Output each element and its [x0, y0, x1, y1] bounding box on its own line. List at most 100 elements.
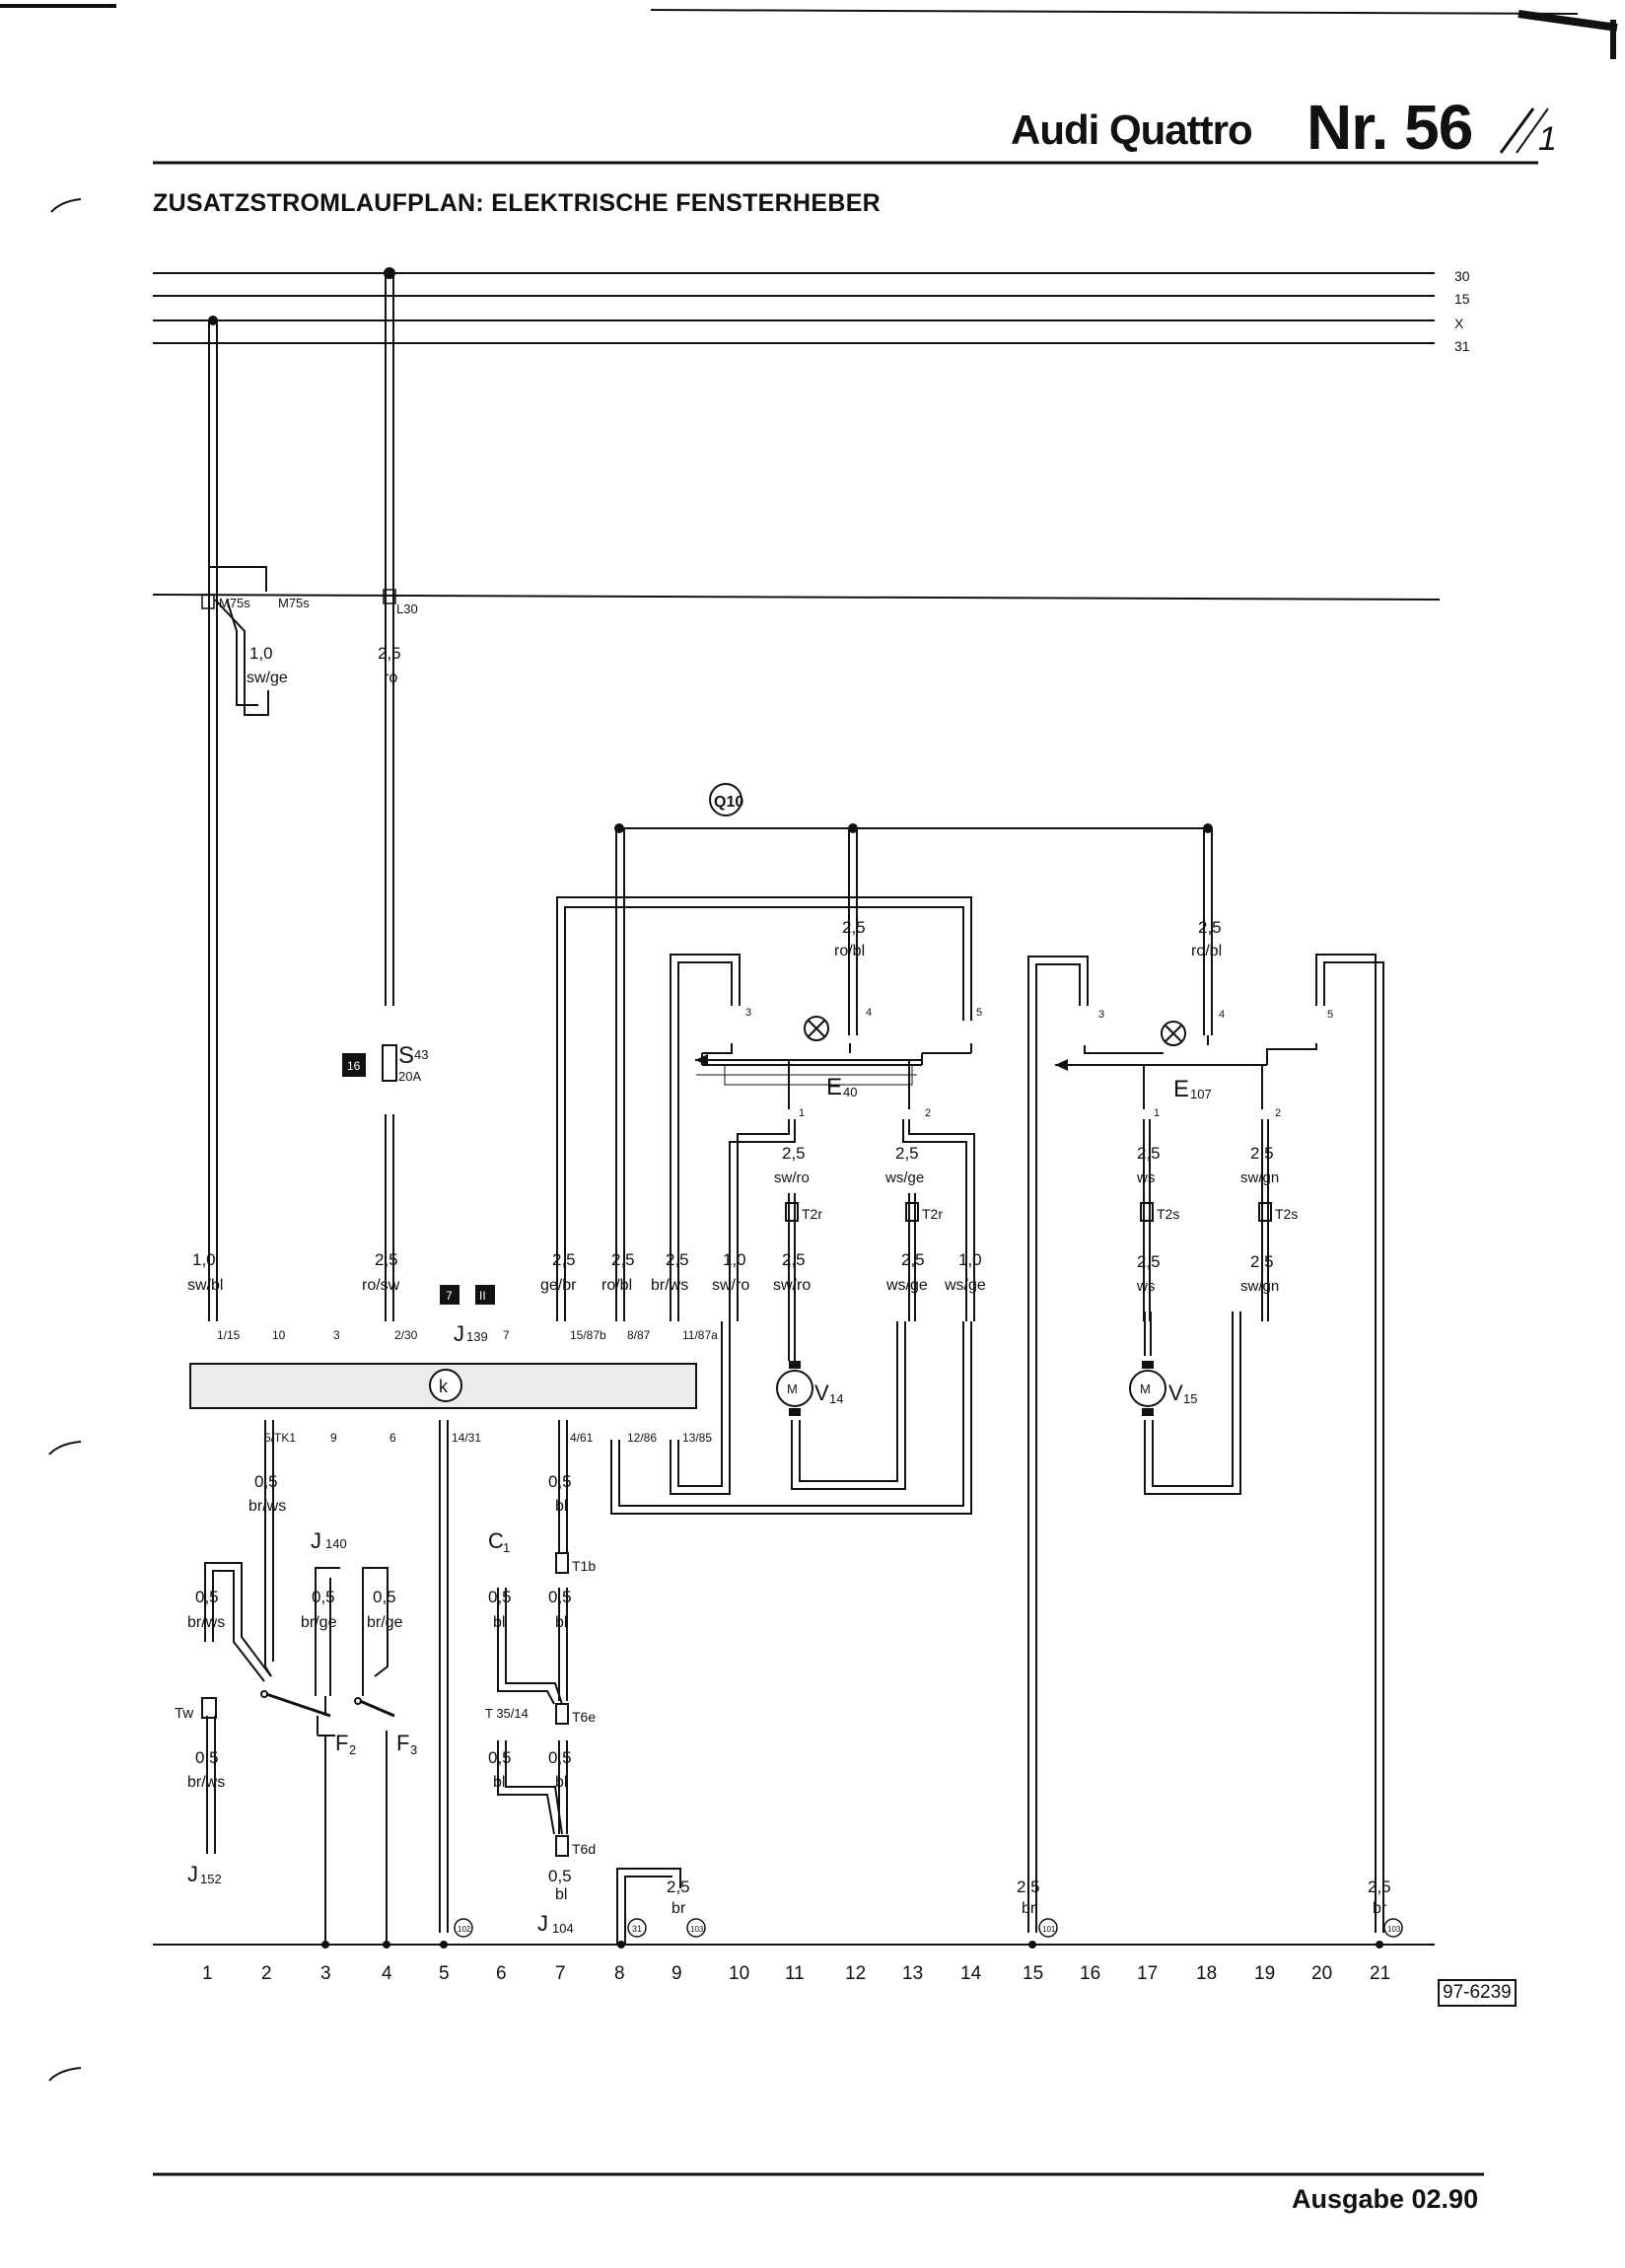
- l30-wire-color: ro: [384, 670, 397, 686]
- j139-in-size-9: 1,0: [958, 1250, 982, 1269]
- relay-j140-number: 140: [325, 1536, 347, 1551]
- ground15-size: 2,5: [1017, 1878, 1040, 1896]
- e40-out2-size: 2,5: [895, 1144, 919, 1163]
- ground-101-label: 101: [1042, 1925, 1056, 1934]
- ground21-size: 2,5: [1368, 1878, 1391, 1896]
- j139-in-size-5: 2,5: [666, 1250, 689, 1269]
- junction-21: [1376, 1941, 1383, 1949]
- diagram-number: Nr. 56: [1307, 92, 1473, 163]
- ground-103-b-label: 103: [1387, 1925, 1401, 1934]
- e107-out1-color: ws: [1136, 1169, 1155, 1186]
- switch-f3-number: 3: [410, 1742, 417, 1757]
- track-number: 4: [382, 1963, 392, 1984]
- ground-102-label: 102: [458, 1925, 471, 1934]
- track-number: 2: [261, 1963, 272, 1984]
- motor-v15-terminal-top: [1142, 1361, 1154, 1369]
- track-number: 10: [729, 1963, 749, 1984]
- e107-pin-4: 4: [1219, 1009, 1225, 1021]
- ground-q10-label: Q10: [714, 794, 743, 811]
- connector-tw: [201, 1697, 217, 1719]
- e40-feed-size: 2,5: [842, 918, 866, 937]
- e40-connector-2: T2r: [922, 1206, 943, 1222]
- ground-point-102: [454, 1918, 473, 1938]
- e40-pin-1: 1: [799, 1107, 805, 1119]
- switch-e107-name: E: [1173, 1076, 1189, 1102]
- number-slash-2: [1516, 107, 1549, 154]
- junction-4: [383, 1941, 390, 1949]
- j139-in-size-6: 1,0: [723, 1250, 746, 1269]
- page-edge-marks: [0, 4, 1618, 2082]
- j139-pin-bottom-4: 14/31: [452, 1431, 481, 1445]
- j139-pin-bottom-1: 5/TK1: [264, 1431, 296, 1445]
- track-number: 3: [320, 1963, 331, 1984]
- track-number: 15: [1023, 1963, 1043, 1984]
- track-number: 17: [1137, 1963, 1158, 1984]
- j139-in-color-3: ge/br: [540, 1277, 577, 1294]
- relay-k-icon: [429, 1369, 462, 1402]
- track-number: 11: [785, 1963, 805, 1984]
- t6d-wire-color: bl: [555, 1886, 567, 1903]
- j139-in-color-7: sw/ro: [773, 1277, 811, 1294]
- j139-pin-bottom-7: 13/85: [682, 1431, 712, 1445]
- switch-e107-number: 107: [1190, 1087, 1212, 1101]
- relay-slot-badge-1: [440, 1285, 459, 1305]
- j139-in-color-1: sw/bl: [187, 1277, 223, 1294]
- e107-out2-color: sw/gn: [1240, 1169, 1279, 1186]
- main-feeds: [208, 267, 395, 1321]
- e40-out2-color: ws/ge: [884, 1169, 924, 1186]
- j139-in-size-8: 2,5: [901, 1250, 925, 1269]
- q10-bus: [614, 823, 1213, 1321]
- switch-e107-wiring: [1027, 954, 1384, 1933]
- ground-point-101: [1038, 1918, 1058, 1938]
- e107-feed-size: 2,5: [1198, 918, 1222, 937]
- track-number: 16: [1080, 1963, 1100, 1984]
- e107-feed-color: ro/bl: [1191, 943, 1222, 959]
- t35-wire-size: 0,5: [488, 1748, 512, 1767]
- l30-label: L30: [396, 602, 418, 616]
- switch-e40-arrow: [695, 1054, 708, 1066]
- motor-v14-terminal-bottom: [789, 1408, 801, 1416]
- rail-label-30: 30: [1454, 268, 1470, 284]
- j139-pin-bottom-5: 4/61: [570, 1431, 594, 1445]
- t35-label: T 35/14: [485, 1706, 529, 1721]
- connector-t1b: [555, 1552, 569, 1574]
- motor-v15-terminal-bottom: [1142, 1408, 1154, 1416]
- track-number: 18: [1196, 1963, 1217, 1984]
- track-number: 6: [496, 1963, 507, 1984]
- connector-t2r-1: [785, 1202, 799, 1222]
- m75-wire-size: 1,0: [249, 644, 273, 663]
- e107-out1-size: 2,5: [1137, 1144, 1161, 1163]
- j139-in-size-4: 2,5: [611, 1250, 635, 1269]
- relay-j139-name: J: [454, 1321, 464, 1346]
- j139-pin-top-5: 7: [503, 1328, 510, 1342]
- j139-pin-top-4: 2/30: [394, 1328, 418, 1342]
- fuse-slot-number: 16: [347, 1059, 361, 1073]
- f2-wire-size: 0,5: [312, 1588, 335, 1606]
- j139-pin-bottom-6: 12/86: [627, 1431, 657, 1445]
- junction-5: [440, 1941, 448, 1949]
- t35-wire-color: bl: [493, 1774, 505, 1791]
- e107-lower1-color: ws: [1136, 1278, 1155, 1295]
- e107-pin-5: 5: [1327, 1009, 1333, 1021]
- track-number: 13: [902, 1963, 923, 1984]
- fuse-slot-badge: [342, 1053, 366, 1077]
- tw-wire-size: 0,5: [195, 1588, 219, 1606]
- track-number: 8: [614, 1963, 625, 1984]
- j139-pin-top-7: 8/87: [627, 1328, 651, 1342]
- relay-j152-name: J: [187, 1862, 198, 1886]
- junction-3: [321, 1941, 329, 1949]
- relay-slot-1: 7: [446, 1289, 453, 1303]
- junction-15: [1028, 1941, 1036, 1949]
- connector-t2s-2: [1258, 1202, 1272, 1222]
- motor-v14-m: M: [787, 1382, 798, 1396]
- fuse-rating: 20A: [398, 1069, 421, 1084]
- ground-point-q10: [709, 783, 742, 816]
- j139-in-size-3: 2,5: [552, 1250, 576, 1269]
- track-number: 19: [1254, 1963, 1275, 1984]
- track-number: 1: [202, 1963, 213, 1984]
- f3-wire-size: 0,5: [373, 1588, 396, 1606]
- ground-point-103-b: [1383, 1918, 1403, 1938]
- connector-t6d: [555, 1835, 569, 1857]
- component-j104-name: J: [537, 1911, 548, 1936]
